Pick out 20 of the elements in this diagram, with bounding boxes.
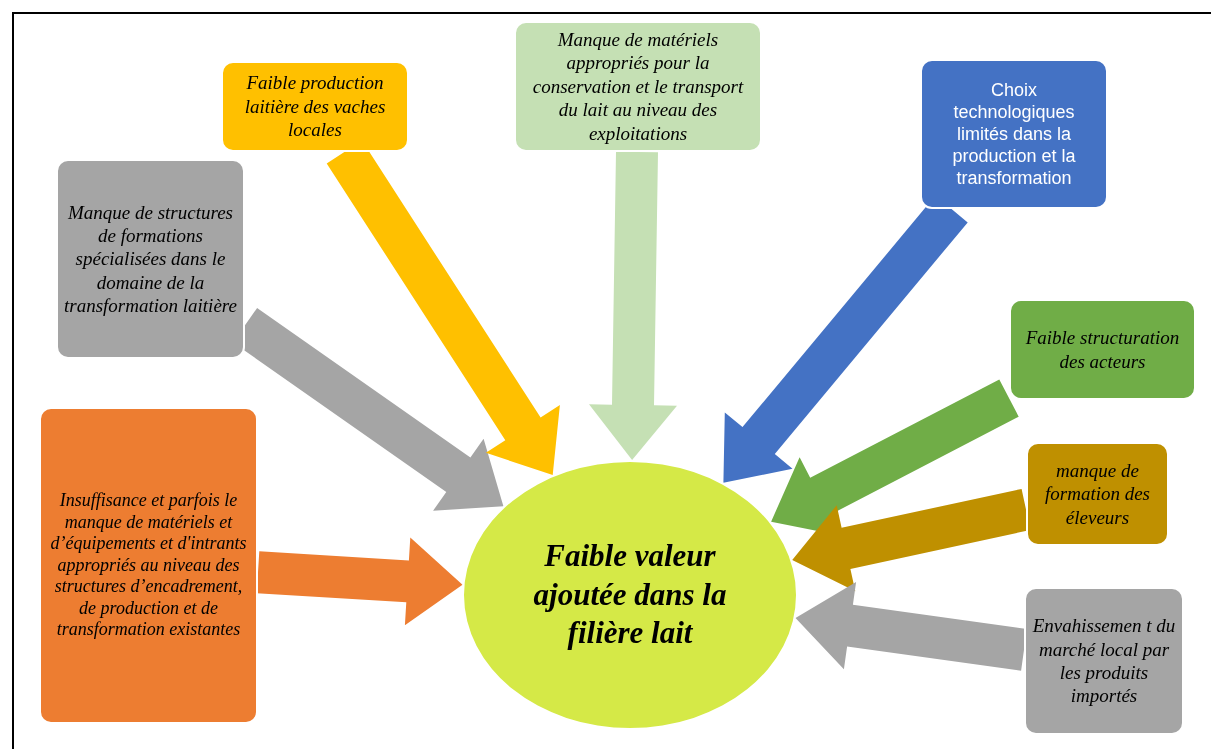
cause-text: Faible production laitière des vaches locales <box>243 71 387 142</box>
cause-text: Manque de matériels appropriés pour la conservation et le transport du lait au niveau des exploitations <box>531 28 745 145</box>
cause-text: Faible structuration des acteurs <box>1024 326 1181 373</box>
cause-box <box>1026 442 1169 546</box>
cause-box <box>1009 299 1196 400</box>
cause-text: Insuffisance et parfois le manque de matériels et d’équipements et d'intrants appropriés au niveau des structures d’encadrement, de production et de transformation existantes <box>49 489 248 642</box>
cause-box <box>920 59 1108 209</box>
cause-text: Manque de structures de formations spécialisées dans le domaine de la transformation laitière <box>64 200 237 318</box>
cause-box <box>221 61 409 152</box>
cause-box <box>56 159 245 359</box>
cause-box <box>514 21 762 152</box>
block-arrow <box>589 151 677 460</box>
cause-box <box>1024 587 1184 735</box>
cause-text: manque de formation des éleveurs <box>1044 458 1151 530</box>
result-text: Faible valeur ajoutée dans la filière lait <box>532 536 728 653</box>
block-arrow <box>795 582 1027 671</box>
cause-text: Choix technologiques limités dans la production et la transformation <box>951 78 1077 190</box>
block-arrow <box>256 537 463 626</box>
cause-box <box>39 407 258 724</box>
cause-text: Envahissemen t du marché local par les produits importés <box>1032 614 1176 708</box>
